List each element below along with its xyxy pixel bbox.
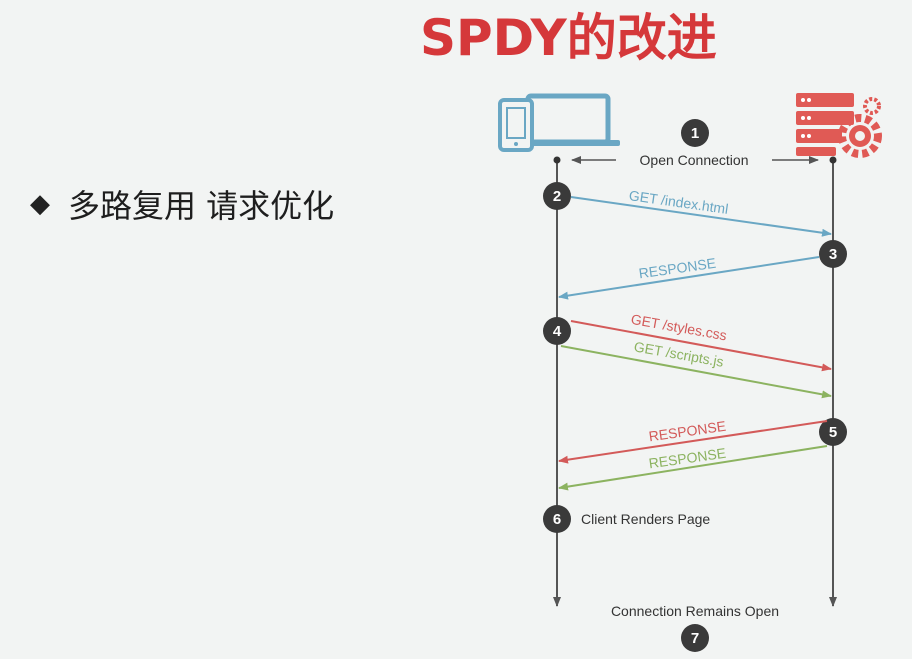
step-3-number: 3 — [829, 246, 837, 263]
step-2-badge — [543, 182, 571, 210]
response-1-label: RESPONSE — [638, 255, 717, 282]
client-lifeline-dot — [553, 156, 561, 164]
get-styles-label: GET /styles.css — [630, 311, 728, 344]
laptop-phone-icon — [498, 93, 620, 152]
get-scripts-arrow — [560, 345, 832, 399]
get-scripts-label: GET /scripts.js — [633, 338, 725, 370]
bullet-text: 多路复用 请求优化 — [68, 187, 335, 225]
step-4-number: 4 — [553, 323, 562, 340]
get-index-arrow — [570, 196, 832, 237]
step-4-badge — [543, 317, 571, 345]
response-red-arrow — [558, 420, 828, 464]
slide-title: SPDY的改进 — [420, 9, 717, 67]
response-1-arrow — [558, 256, 820, 300]
bullet-item: ◆ 多路复用 请求优化 — [30, 180, 334, 228]
step-5-badge — [819, 418, 847, 446]
client-renders-label: Client Renders Page — [581, 511, 710, 527]
step-3-badge — [819, 240, 847, 268]
step-7-badge — [681, 624, 709, 652]
server-lifeline-dot — [829, 156, 837, 164]
step-5-number: 5 — [829, 424, 837, 441]
diamond-bullet-icon: ◆ — [30, 189, 50, 219]
get-styles-arrow — [570, 320, 832, 372]
step-6-number: 6 — [553, 511, 561, 528]
response-red-label: RESPONSE — [648, 418, 727, 445]
connection-open-label: Connection Remains Open — [611, 603, 779, 619]
response-green-arrow — [558, 445, 828, 491]
step-6-badge — [543, 505, 571, 533]
server-gear-icon — [796, 93, 882, 158]
step-2-number: 2 — [553, 188, 561, 205]
step-7-number: 7 — [691, 630, 699, 647]
step-1-badge — [681, 119, 709, 147]
step-1-number: 1 — [691, 125, 699, 142]
open-connection-label: Open Connection — [640, 152, 749, 168]
